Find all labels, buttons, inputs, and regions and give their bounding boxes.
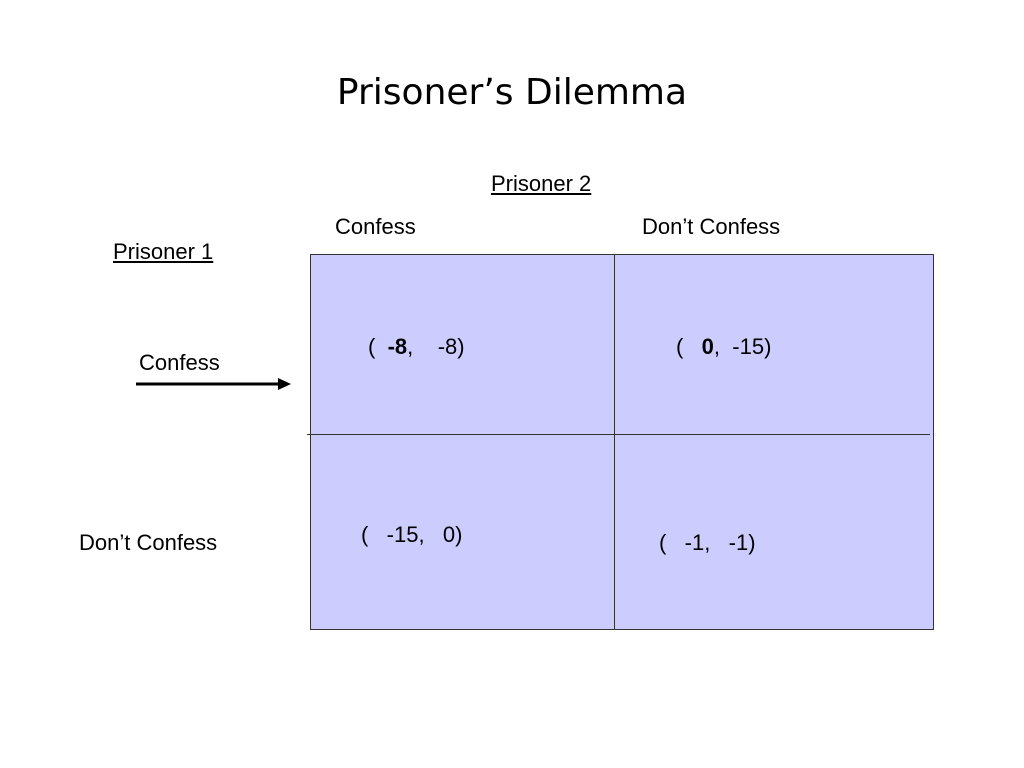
payoff-dont-confess-confess: ( -15, 0) (361, 522, 463, 547)
payoff-matrix (310, 254, 934, 630)
payoff-p1-value: -8 (387, 334, 408, 359)
column-header-dont-confess: Don’t Confess (642, 214, 781, 239)
payoff-p1-value: 0 (701, 334, 714, 359)
payoff-dont-confess-dont-confess: ( -1, -1) (659, 530, 756, 555)
slide-title: Prisoner’s Dilemma (336, 72, 688, 113)
prisoner-1-label: Prisoner 1 (113, 239, 214, 264)
row-header-dont-confess: Don’t Confess (79, 530, 218, 555)
matrix-vertical-divider (614, 254, 615, 630)
payoff-confess-confess: ( -8, -8) (368, 334, 465, 359)
matrix-horizontal-divider (307, 434, 930, 435)
row-header-confess: Confess (139, 350, 220, 375)
arrow-right-icon (136, 378, 291, 390)
payoff-confess-dont-confess: ( 0, -15) (676, 334, 772, 359)
prisoner-2-label: Prisoner 2 (491, 171, 592, 196)
column-header-confess: Confess (335, 214, 416, 239)
